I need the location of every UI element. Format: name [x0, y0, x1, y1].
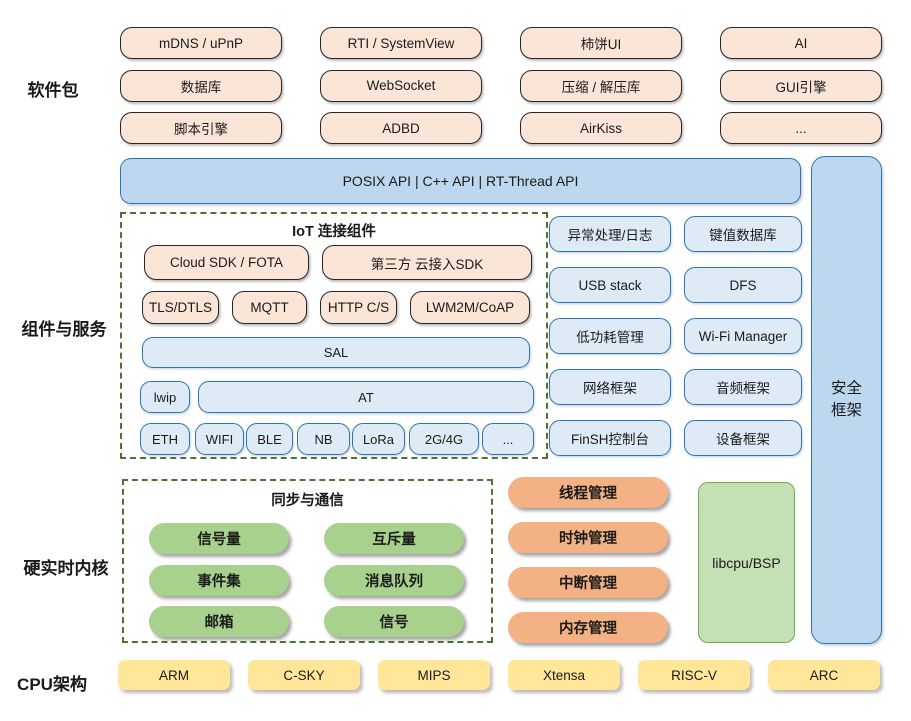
cpu-box-arc: ARC — [768, 660, 880, 690]
section-label-components-services: 组件与服务 — [21, 320, 107, 339]
cpu-arch-grid: ARM C-SKY MIPS Xtensa RISC-V ARC — [118, 660, 880, 690]
kernel-pill-event: 事件集 — [149, 565, 289, 596]
iot-box-2g4g: 2G/4G — [409, 423, 479, 455]
service-box: 音频框架 — [684, 369, 802, 405]
cpu-box-riscv: RISC-V — [638, 660, 750, 690]
iot-box-thirdparty-sdk: 第三方 云接入SDK — [322, 245, 532, 280]
software-package-box: AirKiss — [520, 112, 682, 144]
security-framework-line1: 安全 — [830, 380, 862, 397]
libcpu-bsp-box: libcpu/BSP — [698, 482, 795, 643]
service-box: 网络框架 — [549, 369, 671, 405]
cpu-box-mips: MIPS — [378, 660, 490, 690]
iot-box-wifi: WIFI — [195, 423, 244, 455]
services-grid: 异常处理/日志 键值数据库 USB stack DFS 低功耗管理 Wi-Fi … — [549, 216, 802, 456]
iot-box-nb: NB — [297, 423, 350, 455]
kernel-pill-msgqueue: 消息队列 — [324, 565, 464, 596]
sync-group-title: 同步与通信 — [271, 493, 344, 509]
iot-group-title: IoT 连接组件 — [292, 224, 376, 240]
iot-box-sal: SAL — [142, 337, 530, 368]
service-box: USB stack — [549, 267, 671, 303]
software-package-box: ... — [720, 112, 882, 144]
section-label-cpu-arch: CPU架构 — [17, 675, 87, 694]
iot-box-eth: ETH — [140, 423, 190, 455]
iot-box-http: HTTP C/S — [320, 291, 397, 324]
iot-box-lora: LoRa — [352, 423, 405, 455]
cpu-box-xtensa: Xtensa — [508, 660, 620, 690]
kernel-pill-thread-mgmt: 线程管理 — [508, 477, 668, 508]
iot-box-more: ... — [482, 423, 534, 455]
software-package-box: RTI / SystemView — [320, 27, 482, 59]
iot-components-group: IoT 连接组件 Cloud SDK / FOTA 第三方 云接入SDK TLS… — [120, 212, 548, 459]
iot-box-cloud-sdk: Cloud SDK / FOTA — [144, 245, 309, 280]
iot-box-at: AT — [198, 381, 534, 413]
kernel-pill-mailbox: 邮箱 — [149, 606, 289, 637]
service-box: 设备框架 — [684, 420, 802, 456]
software-package-box: GUI引擎 — [720, 69, 882, 102]
software-package-box: AI — [720, 27, 882, 59]
kernel-pill-semaphore: 信号量 — [149, 523, 289, 554]
security-framework-line2: 框架 — [830, 402, 862, 419]
service-box: FinSH控制台 — [549, 420, 671, 456]
iot-box-ble: BLE — [246, 423, 293, 455]
software-package-box: 压缩 / 解压库 — [520, 69, 682, 102]
kernel-pill-memory-mgmt: 内存管理 — [508, 612, 668, 643]
software-packages-grid: mDNS / uPnP RTI / SystemView 柿饼UI AI 数据库… — [120, 27, 882, 144]
software-package-box: 数据库 — [120, 69, 282, 102]
section-label-kernel: 硬实时内核 — [23, 559, 109, 578]
kernel-pill-signal: 信号 — [324, 606, 464, 637]
security-framework-bar: 安全 框架 — [811, 156, 882, 644]
section-label-software-packages: 软件包 — [27, 81, 79, 100]
api-layer-bar: POSIX API | C++ API | RT-Thread API — [120, 158, 801, 204]
software-package-box: mDNS / uPnP — [120, 27, 282, 59]
software-package-box: ADBD — [320, 112, 482, 144]
sync-communication-group: 同步与通信 信号量 互斥量 事件集 消息队列 邮箱 信号 — [122, 479, 493, 643]
cpu-box-arm: ARM — [118, 660, 230, 690]
software-package-box: 脚本引擎 — [120, 112, 282, 144]
service-box: Wi-Fi Manager — [684, 318, 802, 354]
iot-box-lwip: lwip — [140, 381, 190, 413]
software-package-box: WebSocket — [320, 69, 482, 102]
service-box: 键值数据库 — [684, 216, 802, 252]
service-box: DFS — [684, 267, 802, 303]
software-package-box: 柿饼UI — [520, 27, 682, 59]
kernel-pill-mutex: 互斥量 — [324, 523, 464, 554]
service-box: 低功耗管理 — [549, 318, 671, 354]
service-box: 异常处理/日志 — [549, 216, 671, 252]
iot-box-mqtt: MQTT — [232, 291, 307, 324]
iot-box-tls-dtls: TLS/DTLS — [142, 291, 219, 324]
kernel-pill-interrupt-mgmt: 中断管理 — [508, 567, 668, 598]
iot-box-lwm2m-coap: LWM2M/CoAP — [410, 291, 530, 324]
kernel-pill-clock-mgmt: 时钟管理 — [508, 522, 668, 553]
cpu-box-csky: C-SKY — [248, 660, 360, 690]
